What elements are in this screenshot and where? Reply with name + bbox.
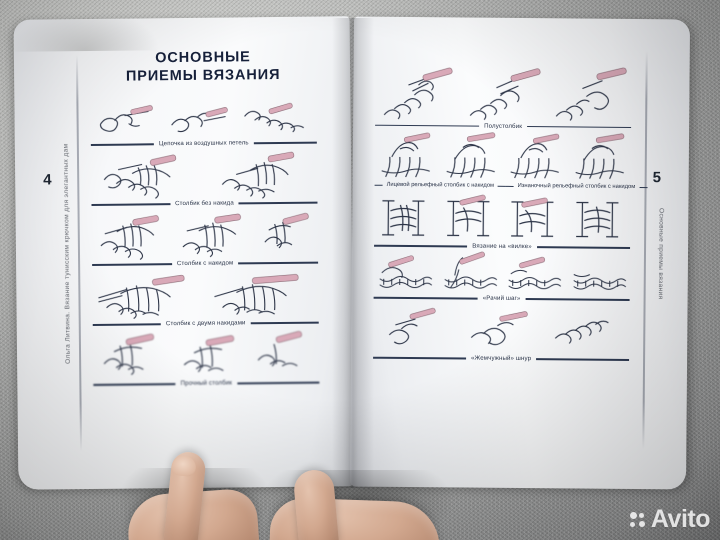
stitch-figure (378, 65, 456, 120)
left-page: 4 Ольга Литвина. Вязание тунисским крючк… (13, 16, 355, 490)
diagram-row-double-crochet (92, 210, 318, 261)
stitch-figure (572, 197, 626, 241)
diagram-row-slip-stitch (375, 65, 631, 121)
stitch-figure (256, 210, 312, 257)
stitch-figure (212, 150, 310, 200)
stitch-figure (96, 271, 200, 320)
stitch-figure (254, 330, 314, 377)
stitch-figure (210, 270, 314, 317)
diagram-row-single-crochet (91, 150, 317, 200)
stitch-figure (464, 66, 542, 121)
stitch-figure (97, 212, 163, 261)
avito-watermark: Avito (629, 505, 711, 534)
diagram-row-crab-stitch (374, 251, 630, 294)
avito-dots-logo (629, 511, 646, 528)
stitch-figure (378, 195, 432, 239)
stitch-figure (440, 251, 498, 293)
stitch-figure (381, 307, 447, 352)
stitch-figure (549, 308, 621, 353)
stitch-figure (240, 102, 312, 137)
diagram-row-treble-crochet (92, 270, 318, 320)
stitch-figure (167, 103, 229, 138)
stitch-figure (505, 254, 563, 293)
diagram-row-pearl-cord (373, 305, 629, 353)
stitch-figure (376, 253, 434, 292)
stitch-figure (507, 196, 561, 240)
stitch-figure (176, 331, 242, 378)
diagram-row-firm-stitch (93, 330, 319, 378)
stitch-figure (570, 255, 628, 294)
stitch-figure (378, 132, 434, 179)
stitch-figure (98, 151, 196, 200)
diagram-row-hairpin-lace (374, 193, 630, 241)
stitch-figure (550, 66, 628, 121)
right-page-content: Полустолбик (372, 39, 648, 471)
right-page: 5 Основные приемы вязания (349, 16, 691, 490)
stitch-figure (572, 133, 628, 180)
stitch-figure (94, 104, 156, 139)
stitch-figure (177, 211, 243, 258)
avito-watermark-text: Avito (650, 505, 711, 533)
left-page-content: ОСНОВНЫЕ ПРИЕМЫ ВЯЗАНИЯ (90, 39, 320, 471)
stitch-figure (97, 332, 163, 379)
diagram-row-chain (90, 98, 316, 138)
stitch-figure (442, 132, 498, 179)
stitch-figure (443, 194, 497, 240)
stitch-figure (465, 308, 531, 353)
stitch-figure (507, 133, 563, 180)
diagram-row-raised-stitches (375, 132, 631, 181)
